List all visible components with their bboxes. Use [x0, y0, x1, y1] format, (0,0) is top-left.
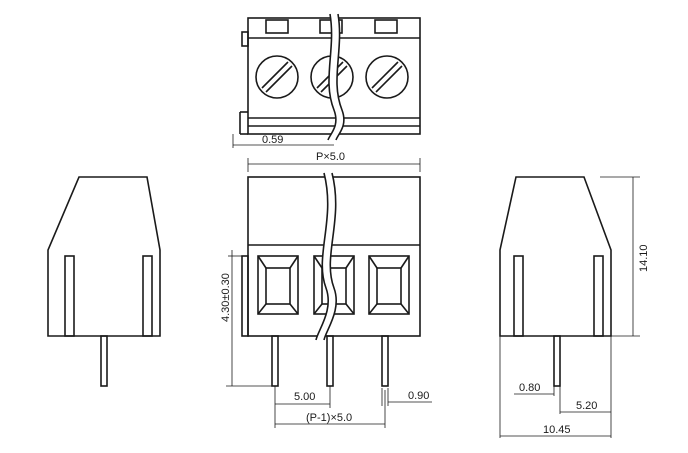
dim-height-to-pcb: 4.30±0.30	[220, 273, 232, 322]
left-side-view	[47, 176, 161, 387]
dim-depth: 10.45	[543, 424, 571, 436]
pin-1	[271, 335, 279, 387]
dim-pin-thickness: 0.80	[519, 382, 540, 394]
dim-pin-offset: 0.59	[262, 134, 283, 146]
front-view: P×5.0	[220, 151, 432, 428]
screw-head-3	[365, 55, 409, 99]
dim-length: P×5.0	[316, 151, 345, 163]
dim-total-height: 14.10	[638, 244, 650, 272]
dim-pitch: 5.00	[294, 391, 315, 403]
dim-pin-setback: 5.20	[576, 400, 597, 412]
right-side-view: 14.10 0.80 5.20 10.45	[499, 176, 650, 438]
pin-2	[326, 335, 334, 387]
screw-head-1	[255, 55, 299, 99]
right-pin	[553, 335, 561, 387]
left-pin	[100, 335, 108, 387]
wire-entry-1	[257, 255, 299, 315]
dim-pin-span: (P-1)×5.0	[306, 412, 352, 424]
top-view: 0.59	[232, 13, 421, 148]
wire-entry-3	[368, 255, 410, 315]
dim-pin-width: 0.90	[408, 390, 429, 402]
pin-3	[381, 335, 389, 387]
